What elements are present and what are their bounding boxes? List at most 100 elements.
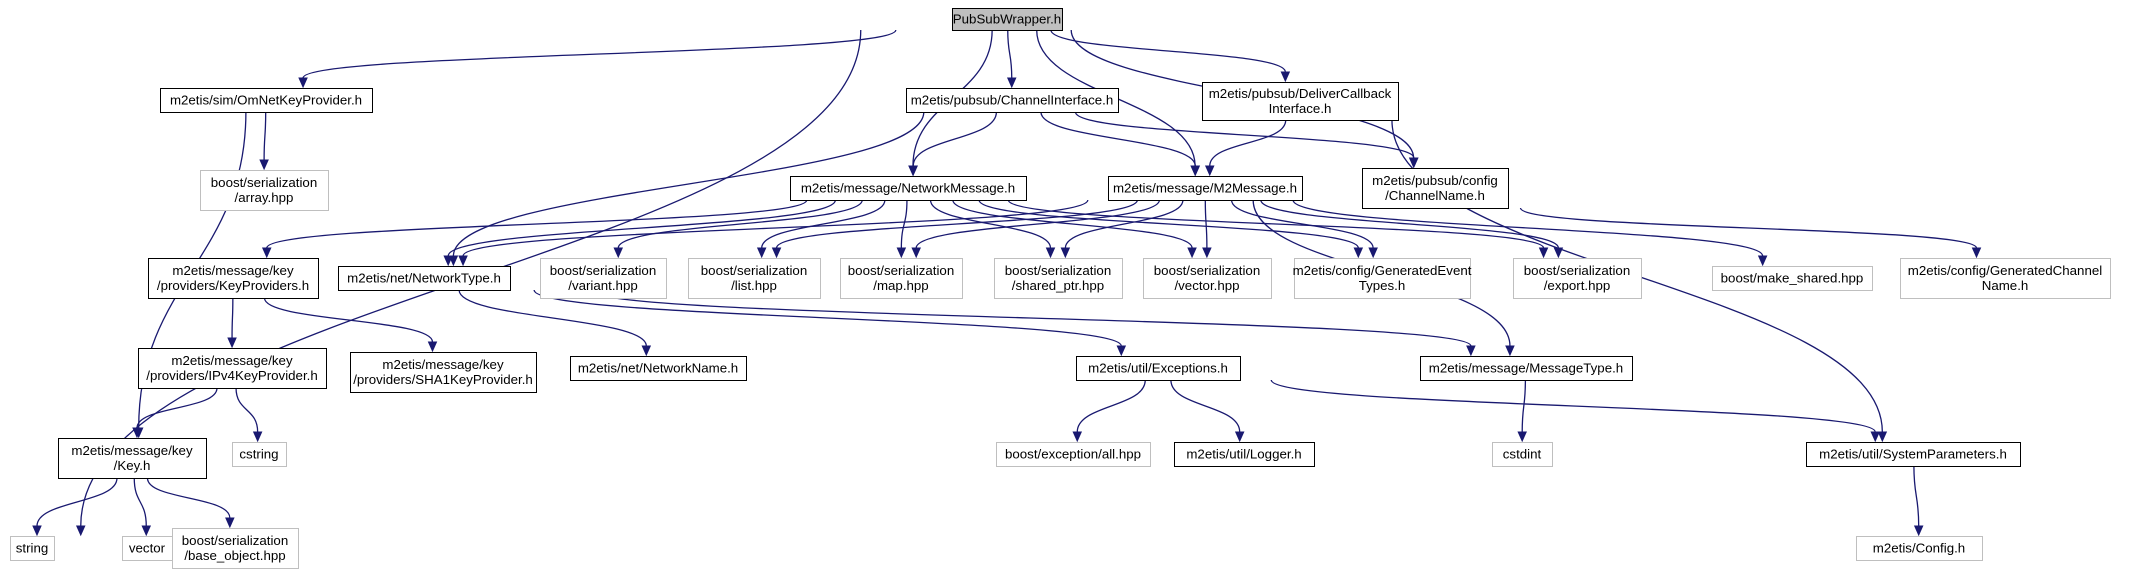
node-vec_hpp: boost/serialization/vector.hpp bbox=[1143, 258, 1272, 299]
node-label: m2etis/message/M2Message.h bbox=[1113, 181, 1297, 196]
edge-netmsg-to-variant bbox=[613, 199, 863, 259]
node-label: m2etis/message/key bbox=[172, 263, 294, 278]
edge-key-to-baseobj bbox=[146, 477, 235, 529]
node-baseobj: boost/serialization/base_object.hpp bbox=[172, 528, 299, 569]
node-label: /providers/KeyProviders.h bbox=[157, 278, 309, 293]
edge-netmsg-to-sptr bbox=[929, 199, 1056, 259]
node-box bbox=[1513, 258, 1642, 299]
edge-key-to-vector bbox=[133, 477, 152, 537]
node-label: /providers/IPv4KeyProvider.h bbox=[146, 368, 317, 383]
node-box bbox=[994, 258, 1123, 299]
node-array: boost/serialization/array.hpp bbox=[200, 170, 329, 211]
edge-m2msg-to-map bbox=[911, 199, 1161, 259]
node-keyprov[interactable]: m2etis/message/key/providers/KeyProvider… bbox=[148, 258, 319, 299]
node-box bbox=[232, 442, 287, 467]
node-label: boost/serialization bbox=[211, 175, 317, 190]
node-msgtype[interactable]: m2etis/message/MessageType.h bbox=[1420, 356, 1633, 381]
edge-m2msg-to-sptr bbox=[1060, 199, 1184, 259]
edge-netmsg-to-export bbox=[1007, 199, 1549, 259]
node-m2msg[interactable]: m2etis/message/M2Message.h bbox=[1108, 176, 1303, 201]
node-label: /vector.hpp bbox=[1174, 278, 1239, 293]
node-label: boost/serialization bbox=[1005, 263, 1111, 278]
node-label: Name.h bbox=[1982, 278, 2029, 293]
node-config: m2etis/Config.h bbox=[1856, 536, 1983, 561]
edge-key-to-string bbox=[32, 477, 118, 537]
node-cstring: cstring bbox=[232, 442, 287, 467]
node-label: m2etis/util/Exceptions.h bbox=[1088, 361, 1228, 376]
edge-omnet-to-array bbox=[259, 111, 269, 171]
node-netname[interactable]: m2etis/net/NetworkName.h bbox=[570, 356, 747, 381]
edge-netmsg-to-map bbox=[896, 199, 908, 259]
node-box bbox=[172, 528, 299, 569]
node-box bbox=[1492, 442, 1553, 467]
node-label: string bbox=[16, 541, 49, 556]
node-box bbox=[1856, 536, 1983, 561]
node-label: boost/make_shared.hpp bbox=[1721, 271, 1864, 286]
node-box bbox=[952, 8, 1063, 31]
node-key[interactable]: m2etis/message/key/Key.h bbox=[58, 438, 207, 479]
node-omnet[interactable]: m2etis/sim/OmNetKeyProvider.h bbox=[160, 88, 373, 113]
edge-deliver-to-m2msg bbox=[1204, 119, 1287, 177]
node-label: /base_object.hpp bbox=[184, 548, 285, 563]
node-box bbox=[338, 266, 511, 291]
edge-netmsg-to-nettype bbox=[443, 199, 837, 267]
node-box bbox=[10, 536, 55, 561]
node-sysparam[interactable]: m2etis/util/SystemParameters.h bbox=[1806, 442, 2021, 467]
edge-netmsg-to-genevt bbox=[978, 199, 1364, 259]
node-label: m2etis/Config.h bbox=[1873, 541, 1965, 556]
node-vector: vector bbox=[122, 536, 173, 561]
node-sptr: boost/serialization/shared_ptr.hpp bbox=[994, 258, 1123, 299]
edge-except-to-sysparam bbox=[1270, 379, 1881, 443]
node-box bbox=[996, 442, 1151, 467]
node-export: boost/serialization/export.hpp bbox=[1513, 258, 1642, 299]
edge-m2msg-to-vec_hpp bbox=[1202, 199, 1212, 259]
edge-chif-to-m2msg bbox=[1040, 111, 1201, 177]
node-box bbox=[1202, 82, 1399, 121]
edge-sysparam-to-config bbox=[1913, 465, 1924, 537]
node-label: boost/serialization bbox=[701, 263, 807, 278]
node-ipv4[interactable]: m2etis/message/key/providers/IPv4KeyProv… bbox=[138, 348, 327, 389]
node-box bbox=[688, 258, 821, 299]
edge-netmsg-to-keyprov bbox=[261, 199, 808, 259]
node-chif[interactable]: m2etis/pubsub/ChannelInterface.h bbox=[906, 88, 1119, 113]
node-chname[interactable]: m2etis/pubsub/config/ChannelName.h bbox=[1362, 168, 1509, 209]
node-label: cstdint bbox=[1503, 447, 1542, 462]
node-label: m2etis/message/key bbox=[382, 357, 504, 372]
edge-netmsg-to-vec_hpp bbox=[952, 199, 1197, 259]
node-nettype[interactable]: m2etis/net/NetworkType.h bbox=[338, 266, 511, 291]
node-box bbox=[160, 88, 373, 113]
node-box bbox=[1420, 356, 1633, 381]
node-box bbox=[570, 356, 747, 381]
edge-m2msg-to-list bbox=[771, 199, 1138, 259]
node-except[interactable]: m2etis/util/Exceptions.h bbox=[1076, 356, 1241, 381]
node-box bbox=[1806, 442, 2021, 467]
node-mkshared: boost/make_shared.hpp bbox=[1712, 266, 1873, 291]
node-box bbox=[840, 258, 963, 299]
node-logger[interactable]: m2etis/util/Logger.h bbox=[1174, 442, 1315, 467]
node-label: boost/serialization bbox=[1524, 263, 1630, 278]
node-label: /ChannelName.h bbox=[1385, 188, 1485, 203]
node-label: boost/serialization bbox=[182, 533, 288, 548]
node-box bbox=[122, 536, 173, 561]
node-label: m2etis/message/NetworkMessage.h bbox=[801, 181, 1015, 196]
node-sha1[interactable]: m2etis/message/key/providers/SHA1KeyProv… bbox=[350, 352, 537, 393]
node-box bbox=[540, 258, 667, 299]
node-label: vector bbox=[129, 541, 166, 556]
node-root[interactable]: PubSubWrapper.h bbox=[952, 8, 1063, 31]
node-label: /map.hpp bbox=[873, 278, 928, 293]
node-box bbox=[1362, 168, 1509, 209]
node-box bbox=[350, 352, 537, 393]
node-netmsg[interactable]: m2etis/message/NetworkMessage.h bbox=[790, 176, 1027, 201]
node-label: m2etis/message/key bbox=[71, 443, 193, 458]
node-box bbox=[1900, 258, 2111, 299]
node-box bbox=[1712, 266, 1873, 291]
edge-nettype-to-msgtype bbox=[588, 289, 1476, 357]
node-box bbox=[138, 348, 327, 389]
node-label: m2etis/util/Logger.h bbox=[1186, 447, 1301, 462]
node-label: boost/serialization bbox=[550, 263, 656, 278]
edge-m2msg-to-genevt bbox=[1230, 199, 1378, 259]
node-box bbox=[1143, 258, 1272, 299]
